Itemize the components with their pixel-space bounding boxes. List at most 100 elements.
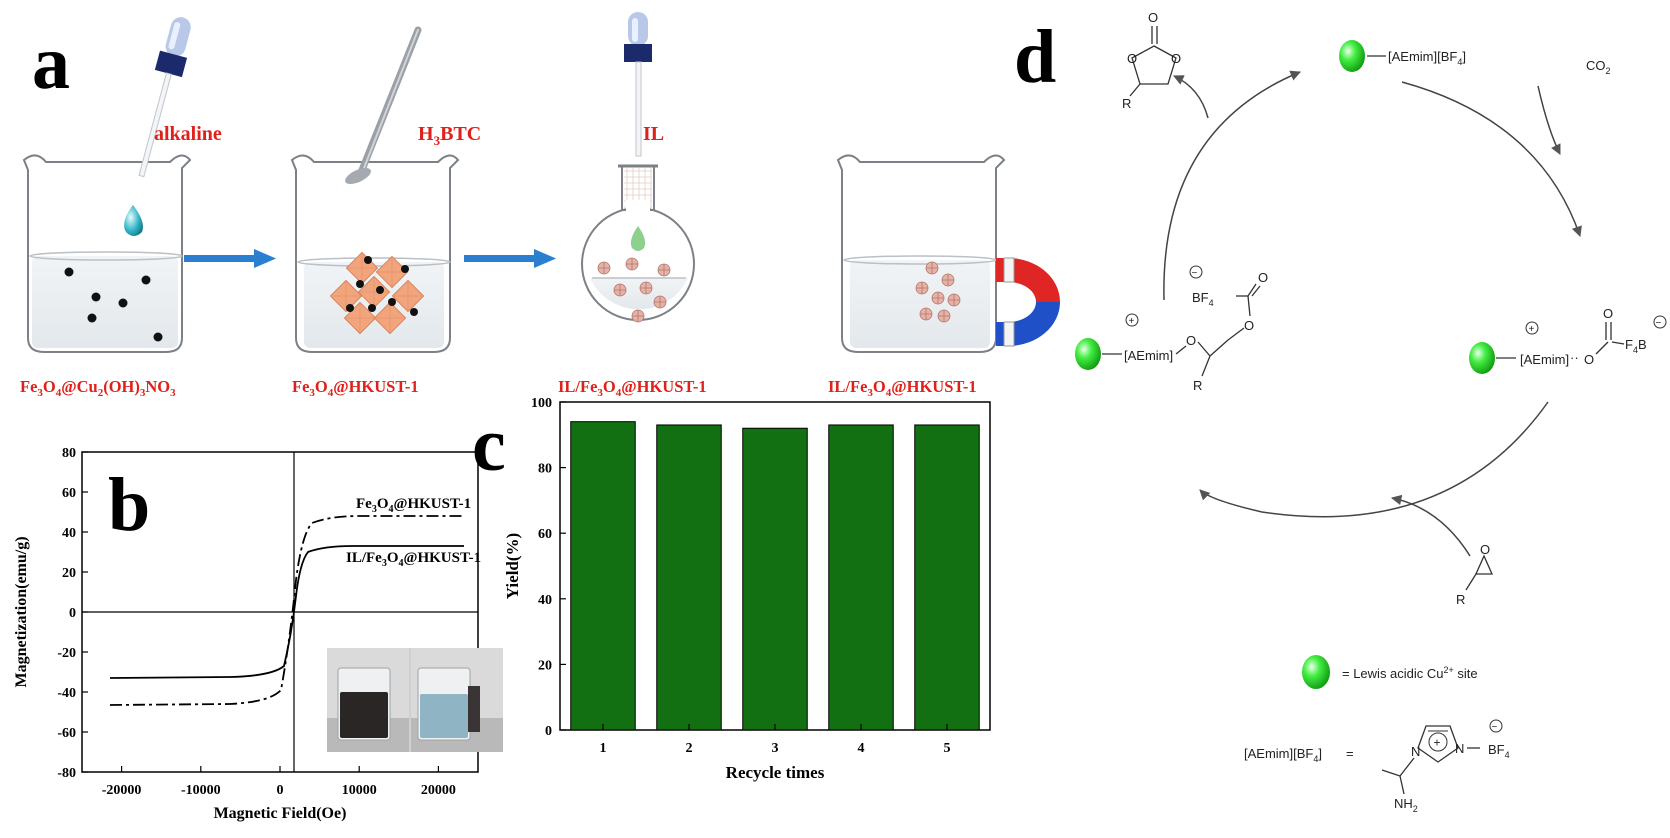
svg-text:+: + bbox=[1129, 316, 1135, 327]
plot-c-ytick-label: 60 bbox=[538, 527, 552, 542]
curve-label-fe3o4-hkust: Fe3O4@HKUST-1 bbox=[356, 496, 471, 515]
beaker-4 bbox=[836, 154, 1006, 353]
co2-label: CO2 bbox=[1586, 58, 1611, 76]
panel-b-letter: b bbox=[108, 463, 150, 547]
svg-text:N: N bbox=[1411, 744, 1420, 759]
panel-c-letter: c bbox=[472, 403, 506, 487]
svg-text:N: N bbox=[1455, 741, 1464, 756]
epoxide-entry-arrow bbox=[1390, 494, 1471, 557]
svg-text:+: + bbox=[1529, 324, 1535, 335]
cyclic-carbonate: O O O R bbox=[1122, 10, 1181, 111]
plot-b-ytick-label: 0 bbox=[69, 606, 76, 621]
plot-b-ytick-label: 60 bbox=[62, 486, 76, 501]
plot-c-ytick-label: 20 bbox=[538, 658, 552, 673]
svg-text:BF4: BF4 bbox=[1192, 290, 1214, 308]
svg-text:R: R bbox=[1456, 592, 1465, 607]
svg-text:+: + bbox=[1434, 736, 1441, 750]
svg-text:O: O bbox=[1258, 270, 1268, 285]
svg-text:[AEmim]: [AEmim] bbox=[1520, 352, 1569, 367]
svg-text:O: O bbox=[1584, 352, 1594, 367]
plot-b-ytick-label: 20 bbox=[62, 566, 76, 581]
svg-text:··: ·· bbox=[1570, 350, 1579, 365]
panel-a: a alkaline bbox=[20, 12, 1060, 399]
dropper-1 bbox=[138, 17, 191, 178]
cycle-arc-left bbox=[1163, 70, 1301, 301]
svg-text:O: O bbox=[1171, 51, 1181, 66]
svg-text:R: R bbox=[1193, 378, 1202, 393]
arrow-1 bbox=[184, 249, 276, 268]
svg-text:O: O bbox=[1480, 542, 1490, 557]
svg-text:F4B: F4B bbox=[1625, 337, 1647, 355]
panel-a-letter: a bbox=[32, 21, 70, 105]
plot-c-xtick-label: 1 bbox=[600, 741, 607, 756]
svg-text:O: O bbox=[1186, 333, 1196, 348]
plot-c-xtick-label: 3 bbox=[772, 741, 779, 756]
dot bbox=[153, 332, 163, 342]
beaker-2 bbox=[290, 154, 460, 353]
plot-c-xtick-label: 5 bbox=[944, 741, 951, 756]
round-flask bbox=[581, 164, 695, 323]
plot-b-xlabel: Magnetic Field(Oe) bbox=[214, 805, 347, 822]
plot-b-ytick-label: -40 bbox=[57, 686, 76, 701]
bar-cycle-3 bbox=[742, 427, 808, 731]
plot-b-xtick-label: -10000 bbox=[181, 783, 221, 798]
svg-text:−: − bbox=[1492, 722, 1498, 733]
drop-1 bbox=[124, 205, 143, 236]
plot-b-xtick-label: -20000 bbox=[102, 783, 142, 798]
plot-c-ylabel: Yield(%) bbox=[503, 533, 522, 599]
beaker-1-glass bbox=[22, 154, 192, 353]
svg-text:O: O bbox=[1127, 51, 1137, 66]
beaker-1-liquid bbox=[32, 256, 178, 348]
catalyst-top: [AEmim][BF4] bbox=[1339, 40, 1466, 72]
reagent-h3btc: H3BTC bbox=[418, 123, 481, 148]
plot-c-ytick-label: 0 bbox=[545, 724, 552, 739]
co2-entry-arrow bbox=[1537, 85, 1561, 155]
plot-b-ytick-label: -80 bbox=[57, 766, 76, 781]
plot-c-xtick-label: 2 bbox=[686, 741, 693, 756]
plot-b-xtick-label: 20000 bbox=[421, 783, 456, 798]
plot-b-ytick-label: 40 bbox=[62, 526, 76, 541]
plot-c-ytick-label: 100 bbox=[531, 396, 552, 411]
svg-text:[AEmim][BF4]: [AEmim][BF4] bbox=[1388, 49, 1466, 67]
svg-text:−: − bbox=[1192, 268, 1198, 279]
cycle-arc-top bbox=[1401, 81, 1582, 237]
curve-fe3o4-hkust bbox=[109, 515, 464, 706]
dot bbox=[87, 313, 97, 323]
dot bbox=[64, 267, 74, 277]
product-exit-arrow bbox=[1173, 75, 1209, 119]
label-step-3: IL/Fe3O4@HKUST-1 bbox=[558, 377, 707, 399]
curve-label-il-fe3o4-hkust: IL/Fe3O4@HKUST-1 bbox=[346, 550, 481, 569]
curve-il-fe3o4-hkust bbox=[109, 545, 464, 679]
svg-text:[AEmim]: [AEmim] bbox=[1124, 348, 1173, 363]
panel-d: d O O O R [AEmim][BF4] CO2 bbox=[1014, 10, 1667, 814]
dropper-2 bbox=[624, 12, 652, 157]
aemim-structure: [AEmim][BF4] = + N N − BF4 NH2 bbox=[1244, 719, 1510, 814]
label-step-4: IL/Fe3O4@HKUST-1 bbox=[828, 377, 977, 399]
epoxide: O R bbox=[1456, 542, 1494, 607]
svg-text:O: O bbox=[1244, 318, 1254, 333]
svg-text:NH2: NH2 bbox=[1394, 796, 1418, 814]
label-step-1: Fe3O4@Cu2(OH)3NO3 bbox=[20, 377, 176, 399]
plot-c-bars bbox=[570, 421, 980, 731]
plot-b-xtick-label: 0 bbox=[277, 783, 284, 798]
plot-c-ytick-label: 40 bbox=[538, 593, 552, 608]
svg-text:[AEmim][BF4]: [AEmim][BF4] bbox=[1244, 746, 1322, 764]
arrow-2 bbox=[464, 249, 556, 268]
plot-b-ytick-label: -60 bbox=[57, 726, 76, 741]
cycle-arc-right bbox=[1199, 401, 1549, 518]
dot bbox=[91, 292, 101, 302]
reagent-il: IL bbox=[643, 123, 664, 145]
svg-text:O: O bbox=[1603, 306, 1613, 321]
svg-text:= Lewis acidic Cu2+ site: = Lewis acidic Cu2+ site bbox=[1342, 665, 1478, 681]
reagent-alkaline: alkaline bbox=[154, 123, 222, 145]
plot-b-ylabel: Magnetization(emu/g) bbox=[13, 536, 30, 687]
beaker-1 bbox=[22, 154, 192, 353]
intermediate-left: + [AEmim] O O O BF4 − R bbox=[1075, 265, 1268, 393]
spatula bbox=[345, 26, 422, 185]
